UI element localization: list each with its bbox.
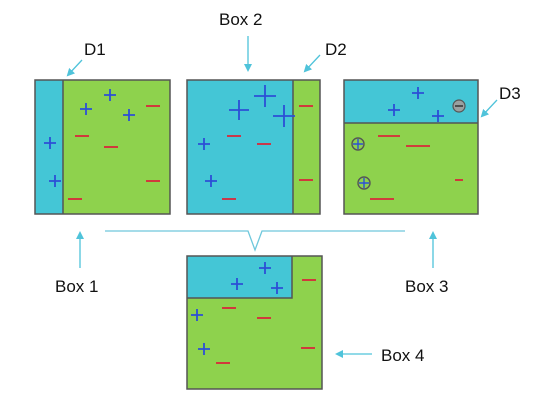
box-1-border <box>34 79 171 215</box>
box-1-plus-marks <box>44 89 135 187</box>
box-1-minus-marks <box>68 105 160 200</box>
box-2-border <box>186 79 321 215</box>
box-1-panel <box>34 79 171 215</box>
box-2-panel <box>186 79 321 215</box>
box-4-minus-marks <box>216 279 316 364</box>
arrow-d1 <box>66 59 83 77</box>
box-4-panel <box>186 255 323 390</box>
box-3-circled-minus <box>452 99 466 113</box>
box-4-combined-boundary <box>187 256 293 299</box>
label-box-2: Box 2 <box>219 10 262 29</box>
box-4-cyan-region <box>187 256 292 298</box>
box-2-plus-marks <box>198 85 295 187</box>
box-3-minus-marks <box>370 135 463 200</box>
box-3-border <box>343 79 479 215</box>
arrow-d2 <box>303 54 321 73</box>
label-d3: D3 <box>499 84 521 103</box>
label-box-3: Box 3 <box>405 277 448 296</box>
box-2-minus-marks <box>222 105 313 200</box>
box-3-plus-marks <box>388 87 444 122</box>
box-2-green-region <box>293 80 320 214</box>
box-1-cyan-region <box>35 80 63 214</box>
box-3-panel <box>343 79 479 215</box>
combine-bracket <box>105 230 405 252</box>
label-box-1: Box 1 <box>55 277 98 296</box>
box-3-circled-plus-marks <box>351 137 371 190</box>
label-d1: D1 <box>84 40 106 59</box>
label-box-4: Box 4 <box>381 346 424 365</box>
box-4-plus-marks <box>191 262 283 355</box>
box-4-border <box>186 255 323 390</box>
label-d2: D2 <box>325 40 347 59</box>
arrow-d3 <box>480 99 498 118</box>
